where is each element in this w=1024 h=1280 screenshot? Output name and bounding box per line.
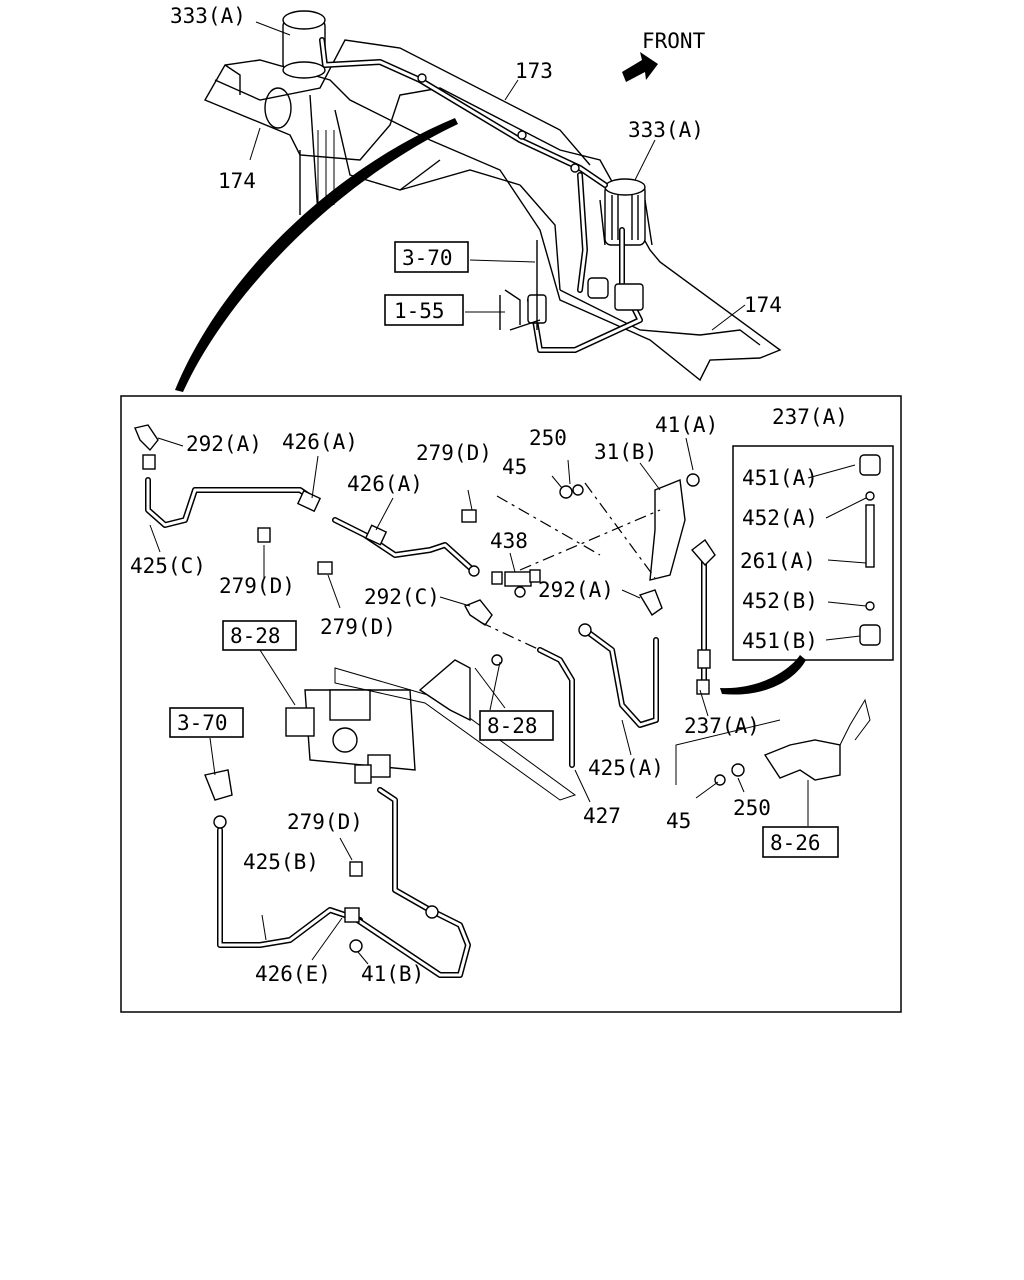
svg-text:FRONT: FRONT bbox=[642, 29, 706, 53]
label-452a: 452(A) bbox=[742, 506, 818, 530]
ref-1-55[interactable]: 1-55 bbox=[394, 299, 445, 323]
label-425a: 425(A) bbox=[588, 756, 664, 780]
label-292a-mid: 292(A) bbox=[538, 578, 614, 602]
label-279d-1: 279(D) bbox=[416, 441, 492, 465]
ref-8-28-top[interactable]: 8-28 bbox=[230, 624, 281, 648]
ref-8-28-mid[interactable]: 8-28 bbox=[487, 714, 538, 738]
label-426a-1: 426(A) bbox=[282, 430, 358, 454]
chassis-frame-view: FRONT 333(A) 173 333(A) 174 174 3-70 1-5… bbox=[170, 4, 782, 392]
label-333a-front: 333(A) bbox=[628, 118, 704, 142]
label-427: 427 bbox=[583, 804, 621, 828]
label-45-top: 45 bbox=[502, 455, 527, 479]
ref-3-70[interactable]: 3-70 bbox=[402, 246, 453, 270]
label-438: 438 bbox=[490, 529, 528, 553]
modulator-valve bbox=[285, 689, 416, 784]
label-31b: 31(B) bbox=[594, 440, 657, 464]
label-426e: 426(E) bbox=[255, 962, 331, 986]
label-173: 173 bbox=[515, 59, 553, 83]
ref-3-70-detail-box[interactable] bbox=[169, 707, 244, 738]
label-292c: 292(C) bbox=[364, 585, 440, 609]
front-direction-arrow: FRONT bbox=[622, 29, 706, 82]
label-237a-group: 237(A) bbox=[772, 405, 848, 429]
label-425b: 425(B) bbox=[243, 850, 319, 874]
label-279d-2: 279(D) bbox=[219, 574, 295, 598]
ref-1-55-box[interactable] bbox=[384, 294, 464, 326]
label-250-bottom: 250 bbox=[733, 796, 771, 820]
label-41a: 41(A) bbox=[655, 413, 718, 437]
label-279d-3: 279(D) bbox=[320, 615, 396, 639]
label-261a: 261(A) bbox=[740, 549, 816, 573]
label-452b: 452(B) bbox=[742, 589, 818, 613]
ref-3-70-detail[interactable]: 3-70 bbox=[177, 711, 228, 735]
label-45-bottom: 45 bbox=[666, 809, 691, 833]
label-174-left: 174 bbox=[218, 169, 256, 193]
label-41b: 41(B) bbox=[361, 962, 424, 986]
label-451b: 451(B) bbox=[742, 629, 818, 653]
ref-8-28-mid-box[interactable] bbox=[479, 710, 554, 741]
reservoir-333a-front bbox=[599, 178, 653, 246]
label-279d-4: 279(D) bbox=[287, 810, 363, 834]
ref-8-28-top-box[interactable] bbox=[222, 620, 297, 651]
label-250-top: 250 bbox=[529, 426, 567, 450]
ref-8-26-box[interactable] bbox=[762, 826, 839, 858]
label-292a-top: 292(A) bbox=[186, 432, 262, 456]
label-333a-rear: 333(A) bbox=[170, 4, 246, 28]
label-426a-2: 426(A) bbox=[347, 472, 423, 496]
label-174-right: 174 bbox=[744, 293, 782, 317]
label-237a-bottom: 237(A) bbox=[684, 714, 760, 738]
reservoir-333a-rear bbox=[282, 10, 326, 79]
ref-3-70-box[interactable] bbox=[394, 241, 469, 273]
label-425c: 425(C) bbox=[130, 554, 206, 578]
detail-frame bbox=[120, 395, 902, 1013]
label-451a: 451(A) bbox=[742, 466, 818, 490]
detail-parts: 292(A) 426(A) 426(A) 279(D) 250 41(A) 45… bbox=[130, 405, 894, 986]
ref-8-26[interactable]: 8-26 bbox=[770, 831, 821, 855]
